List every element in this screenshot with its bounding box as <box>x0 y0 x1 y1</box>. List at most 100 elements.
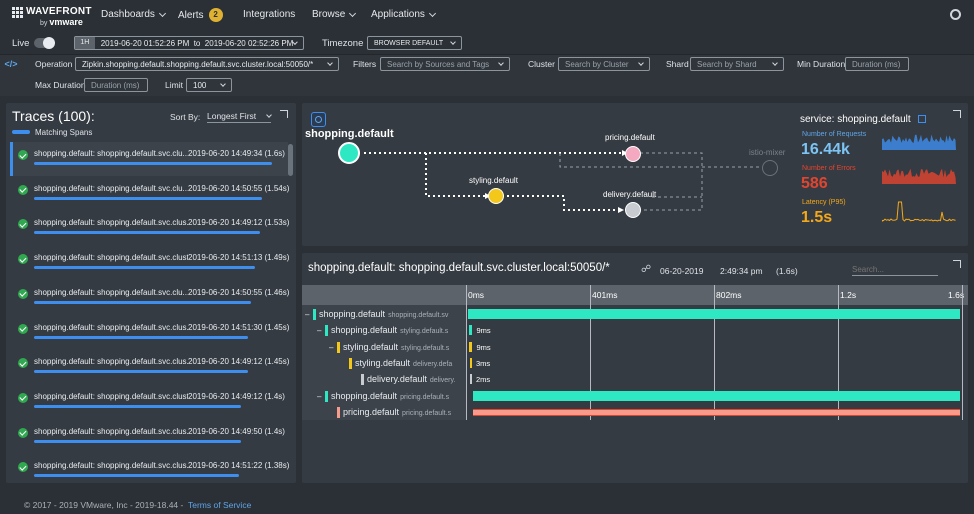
trace-row-name: shopping.default: shopping.default.svc.c… <box>34 253 188 263</box>
expand-icon[interactable] <box>953 110 961 118</box>
timeline-tick-label: 802ms <box>716 290 742 300</box>
span-bar[interactable] <box>472 390 961 401</box>
link-icon[interactable]: ☍ <box>641 264 652 275</box>
span-bar[interactable] <box>469 341 473 352</box>
nav-applications[interactable]: Applications <box>371 9 436 20</box>
span-color-marker <box>313 309 316 320</box>
trace-row[interactable]: shopping.default: shopping.default.svc.c… <box>10 246 289 280</box>
latency-value: 1.5s <box>801 209 833 226</box>
chevron-down-icon <box>428 9 436 17</box>
live-toggle[interactable] <box>34 37 55 49</box>
wavefront-logo[interactable]: WAVEFRONT by vmware <box>12 6 92 27</box>
brand-name: WAVEFRONT <box>26 6 92 17</box>
check-circle-icon <box>18 392 28 403</box>
span-service: shopping.default <box>331 325 398 336</box>
filter-bar <box>0 54 974 96</box>
node-shopping-default[interactable] <box>338 142 360 164</box>
trace-row-duration-bar <box>34 370 249 374</box>
shard-dropdown[interactable]: Search by Shard <box>690 57 784 71</box>
collapse-icon[interactable]: – <box>305 310 310 319</box>
range-unit: 1H <box>75 37 95 49</box>
trace-row[interactable]: shopping.default: shopping.default.svc.c… <box>10 316 289 350</box>
max-duration-input[interactable]: Duration (ms) <box>84 78 148 92</box>
timeline-header <box>302 285 968 305</box>
nav-browse[interactable]: Browse <box>312 9 357 20</box>
errors-label: Number of Errors <box>802 165 856 172</box>
span-bar[interactable] <box>469 325 473 336</box>
span-bar[interactable] <box>469 357 472 368</box>
span-bar[interactable] <box>472 408 961 416</box>
code-icon[interactable]: </> <box>4 59 18 69</box>
trace-row-name: shopping.default: shopping.default.svc.c… <box>34 149 188 158</box>
timeline-gridline <box>466 285 467 420</box>
expand-icon[interactable] <box>280 110 288 118</box>
cluster-dropdown[interactable]: Search by Cluster <box>558 57 650 71</box>
filters-placeholder: Search by Sources and Tags <box>387 59 490 69</box>
node-label-styling: styling.default <box>469 176 518 185</box>
span-bar[interactable] <box>468 309 960 319</box>
copyright-text: © 2017 - 2019 VMware, Inc - 2019-18.44 - <box>24 500 184 510</box>
gear-icon[interactable] <box>950 9 961 20</box>
timeline-gridline <box>838 285 839 420</box>
requests-value: 16.44k <box>801 141 850 158</box>
trace-row[interactable]: shopping.default: shopping.default.svc.c… <box>10 454 289 488</box>
span-color-marker <box>361 374 364 386</box>
sort-label: Sort By: <box>170 112 201 122</box>
trace-list-scrollbar[interactable] <box>288 144 293 176</box>
sort-dropdown[interactable]: Longest First <box>207 109 272 123</box>
trace-row[interactable]: shopping.default: shopping.default.svc.c… <box>10 420 288 454</box>
node-istio-mixer[interactable] <box>762 160 778 176</box>
trace-row[interactable]: shopping.default: shopping.default.svc.c… <box>10 281 289 315</box>
node-label-delivery: delivery.default <box>603 190 657 199</box>
trace-row[interactable]: shopping.default: shopping.default.svc.c… <box>10 385 288 419</box>
trace-row-time: 2019-06-20 14:50:55 (1.54s) <box>188 183 290 193</box>
trace-date: 06-20-2019 <box>660 266 704 276</box>
chevron-down-icon <box>292 39 298 45</box>
filters-dropdown[interactable]: Search by Sources and Tags <box>380 57 510 71</box>
timezone-dropdown[interactable]: BROWSER DEFAULT <box>367 36 462 50</box>
time-range-picker[interactable]: 1H 2019-06-20 01:52:26 PM to 2019-06-20 … <box>74 36 304 50</box>
min-duration-input[interactable]: Duration (ms) <box>845 57 909 71</box>
trace-row-duration-bar <box>34 335 249 339</box>
trace-row[interactable]: shopping.default: shopping.default.svc.c… <box>10 211 289 245</box>
terms-of-service-link[interactable]: Terms of Service <box>188 500 252 510</box>
trace-row-duration-bar <box>34 266 256 270</box>
trace-row[interactable]: shopping.default: shopping.default.svc.c… <box>10 142 288 176</box>
trace-row-duration-bar <box>34 474 239 478</box>
expand-icon[interactable] <box>953 260 961 268</box>
collapse-icon[interactable]: – <box>329 342 334 352</box>
limit-dropdown[interactable]: 100 <box>186 78 232 92</box>
trace-row[interactable]: shopping.default: shopping.default.svc.c… <box>10 177 290 211</box>
external-link-icon[interactable] <box>918 115 926 123</box>
operation-dropdown[interactable]: Zipkin.shopping.default.shopping.default… <box>75 57 339 71</box>
span-color-marker <box>325 390 328 402</box>
span-operation: pricing.default.s <box>402 409 452 417</box>
collapse-icon[interactable]: – <box>317 391 322 401</box>
filters-label: Filters <box>353 59 377 69</box>
nav-dashboards[interactable]: Dashboards <box>101 9 166 20</box>
chevron-down-icon <box>498 60 504 66</box>
trace-row-time: 2019-06-20 14:49:34 (1.6s) <box>188 149 285 158</box>
time-range-text: 2019-06-20 01:52:26 PM to 2019-06-20 02:… <box>100 38 294 48</box>
node-delivery-default[interactable] <box>625 202 641 218</box>
collapse-icon[interactable]: – <box>317 326 322 336</box>
span-search-input[interactable] <box>852 263 938 276</box>
timeline-gridline <box>714 285 715 420</box>
span-operation: styling.default.s <box>401 344 450 352</box>
chevron-down-icon <box>772 60 778 66</box>
trace-row[interactable]: shopping.default: shopping.default.svc.c… <box>10 350 289 384</box>
nav-integrations[interactable]: Integrations <box>243 9 295 20</box>
service-map-icon[interactable] <box>311 112 326 127</box>
span-bar[interactable] <box>469 374 472 385</box>
node-pricing-default[interactable] <box>625 146 641 162</box>
node-styling-default[interactable] <box>488 188 504 204</box>
timeline-gridline <box>962 285 963 420</box>
